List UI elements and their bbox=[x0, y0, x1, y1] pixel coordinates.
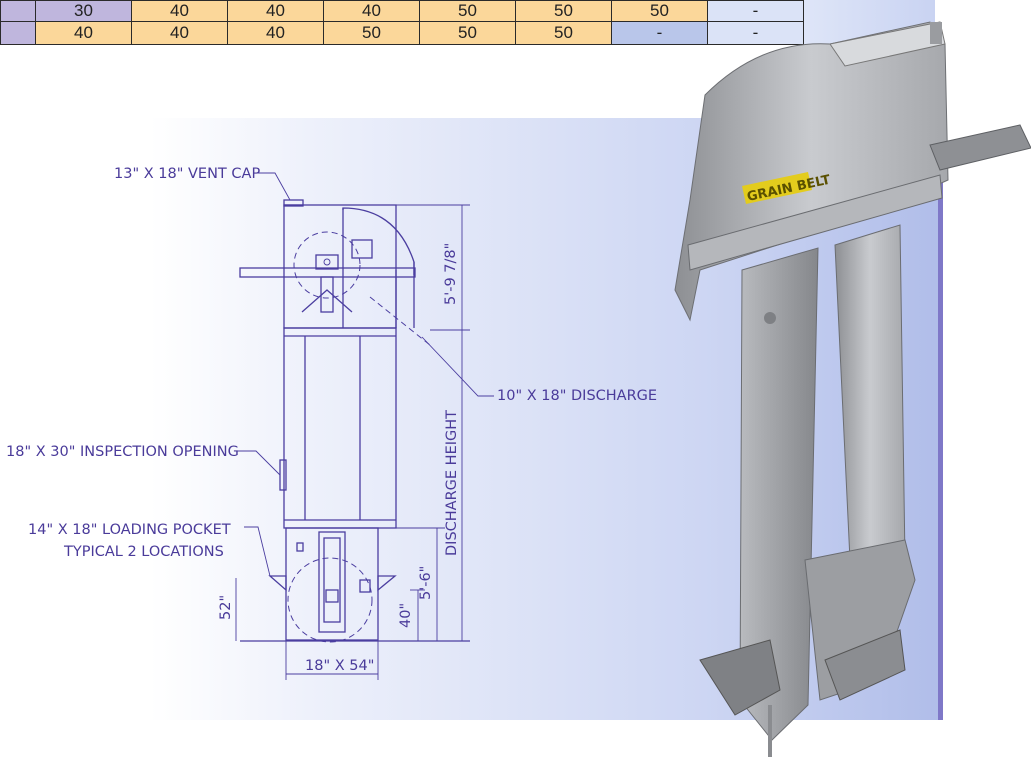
head-pulley bbox=[293, 231, 361, 299]
label-dim-base: 18" X 54" bbox=[305, 658, 374, 674]
label-dim-head: 5'-9 7/8" bbox=[443, 243, 459, 305]
table-cell: 50 bbox=[419, 21, 516, 45]
bucket-elevator-photo: GRAIN BELT bbox=[674, 21, 1031, 757]
table-cell: 40 bbox=[227, 21, 324, 45]
label-discharge-height: DISCHARGE HEIGHT bbox=[444, 410, 460, 556]
table-row: 40 40 40 50 50 50 - - bbox=[0, 21, 804, 45]
technical-drawing: 13" X 18" VENT CAP 10" X 18" DISCHARGE 1… bbox=[6, 166, 657, 680]
label-loading-pocket-note: TYPICAL 2 LOCATIONS bbox=[63, 544, 224, 560]
label-dim-boot: 5'-6" bbox=[418, 566, 434, 600]
table-cell: 50 bbox=[515, 0, 612, 22]
head-hood bbox=[342, 207, 415, 275]
leader-vent-cap bbox=[258, 172, 291, 201]
table-cell: 40 bbox=[131, 21, 228, 45]
table-cell: 50 bbox=[419, 0, 516, 22]
head-section bbox=[283, 204, 397, 329]
boot-pulley bbox=[287, 557, 373, 643]
panel-edge-bar bbox=[938, 118, 943, 720]
table-cell: 40 bbox=[35, 21, 132, 45]
table-cell: 50 bbox=[515, 21, 612, 45]
loading-pocket-left bbox=[268, 575, 287, 592]
boot-section bbox=[285, 527, 379, 641]
trunk-section bbox=[283, 327, 397, 529]
capacity-table: 30 40 40 40 50 50 50 - 40 40 40 50 50 50… bbox=[0, 0, 804, 45]
table-cell: 50 bbox=[323, 21, 420, 45]
table-cell bbox=[0, 21, 36, 45]
leader-discharge bbox=[421, 336, 494, 397]
table-cell: 50 bbox=[611, 0, 708, 22]
label-inspection-opening: 18" X 30" INSPECTION OPENING bbox=[6, 444, 239, 460]
inspection-door bbox=[279, 459, 287, 491]
table-cell: - bbox=[707, 21, 804, 45]
leader-inspection bbox=[236, 450, 281, 476]
label-loading-pocket: 14" X 18" LOADING POCKET bbox=[28, 522, 231, 538]
table-cell: - bbox=[707, 0, 804, 22]
label-dim-40: 40" bbox=[398, 603, 414, 628]
leader-loading-pocket bbox=[244, 526, 271, 577]
label-dim-52: 52" bbox=[218, 595, 234, 620]
loading-pocket-right bbox=[377, 575, 397, 592]
brand-logo bbox=[742, 172, 812, 204]
label-vent-cap: 13" X 18" VENT CAP bbox=[114, 166, 260, 182]
label-discharge: 10" X 18" DISCHARGE bbox=[497, 388, 657, 404]
table-cell: - bbox=[611, 21, 708, 45]
